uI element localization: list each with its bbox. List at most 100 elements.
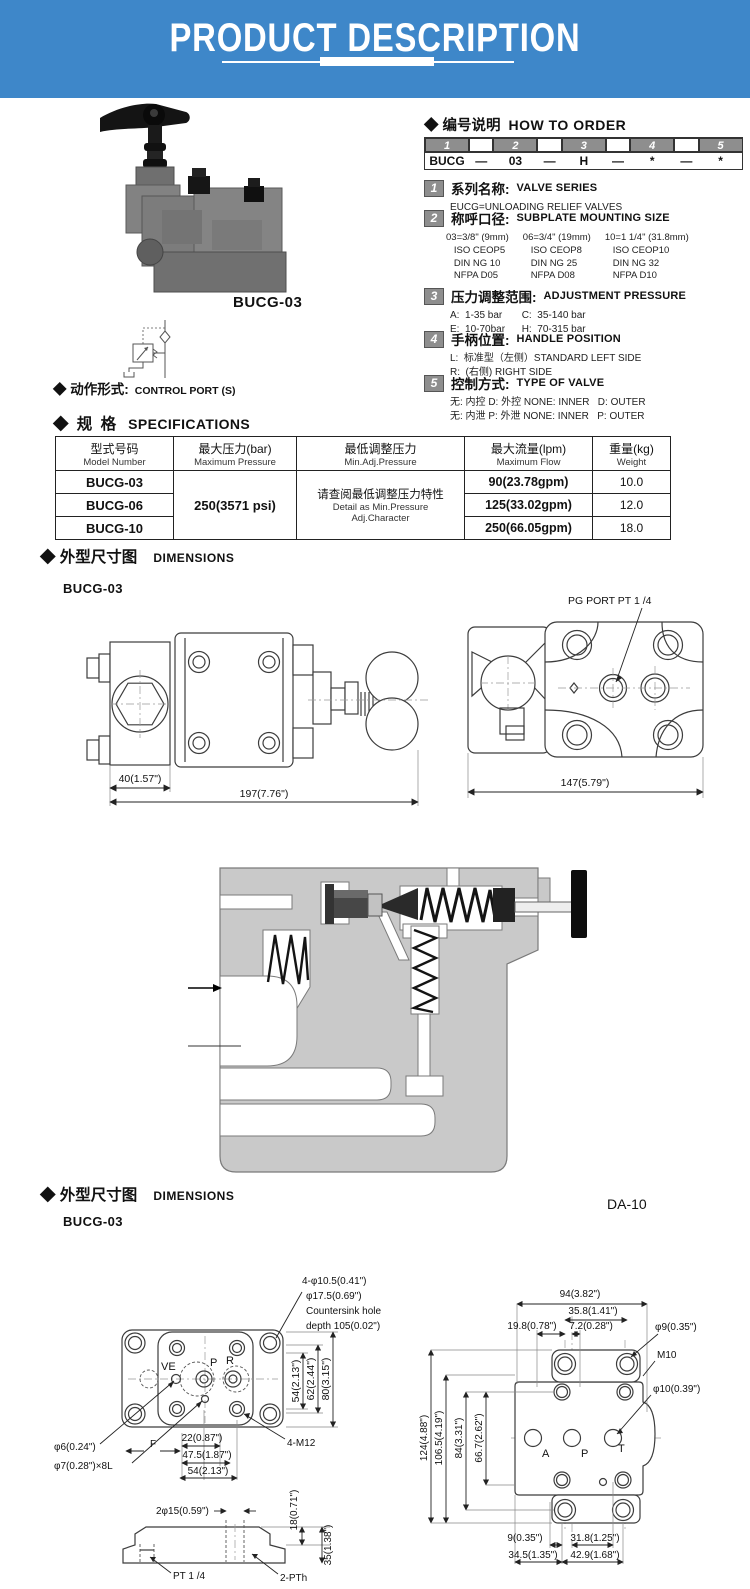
dim-label-429: 42.9(1.68")	[570, 1550, 619, 1561]
dim-label-35: 35(1.38")	[323, 1525, 334, 1566]
minadj-en2: Adj.Character	[351, 513, 410, 524]
photo-caption: BUCG-03	[233, 294, 303, 311]
item-number-badge: 1	[424, 179, 444, 197]
item-label-en: VALVE SERIES	[516, 182, 598, 194]
action-label-en: CONTROL PORT (S)	[134, 385, 236, 397]
spec-row: BUCG-03 250(3571 psi) 请查阅最低调整压力特性 Detail…	[55, 470, 671, 540]
dim-label-phi10: φ10(0.39")	[653, 1384, 700, 1395]
item-label-zh: 称呼口径:	[451, 212, 510, 227]
hydraulic-symbol	[123, 320, 171, 378]
dim-label-phi9: φ9(0.35")	[655, 1322, 697, 1333]
dim-label-9: 9(0.35")	[507, 1533, 542, 1544]
code-cell: BUCG	[429, 154, 465, 168]
code-cell: —	[611, 154, 624, 168]
port-label-pt14: PT 1 /4	[173, 1571, 205, 1582]
item-label-zh: 系列名称:	[451, 182, 510, 197]
dim-label-phi6: φ6(0.24")	[54, 1442, 96, 1453]
specifications-table: 型式号码 Model Number 最大压力(bar) Maximum Pres…	[55, 436, 671, 540]
drawing2-model-label: BUCG-03	[63, 1214, 123, 1229]
drawing1-model-label: BUCG-03	[63, 581, 123, 596]
item-body: A: 1-35 bar C: 35-140 bar E: 10-70bar H:…	[450, 310, 586, 335]
code-cell: H	[579, 154, 589, 168]
position-cell: 3	[561, 138, 606, 152]
product-photo-illustration	[100, 103, 287, 293]
dim-label-197: 197(7.76")	[240, 788, 289, 800]
flow-cell: 90(23.78gpm)	[464, 470, 593, 494]
heading-zh: ◆ 编号说明	[424, 118, 501, 134]
dim-label-54r: 54(2.13")	[290, 1360, 302, 1403]
item-body: 无: 内控 D: 外控 NONE: INNER D: OUTER 无: 内泄 P…	[450, 397, 646, 422]
heading-en: SPECIFICATIONS	[128, 416, 251, 432]
dim-label-345: 34.5(1.35")	[508, 1550, 557, 1561]
dim-label-124: 124(4.88")	[419, 1415, 430, 1461]
item-number-badge: 5	[424, 374, 444, 392]
pg-port-label: PG PORT PT 1 /4	[568, 595, 652, 607]
control-port-line: ◆ 动作形式: CONTROL PORT (S)	[53, 378, 235, 398]
spacer-cell	[469, 138, 494, 152]
code-cell: —	[475, 154, 488, 168]
code-cell: —	[543, 154, 556, 168]
dimension-drawing-side-view: 40(1.57") 197(7.76")	[86, 632, 430, 806]
order-code-table: 1 2 3 4 5 BUCG — 03 — H — * — *	[424, 137, 743, 170]
code-cell: *	[718, 154, 723, 168]
minadj-en1: Detail as Min.Pressure	[332, 502, 429, 513]
weight-cell: 10.0	[592, 470, 671, 494]
item-label-en: ADJUSTMENT PRESSURE	[543, 290, 687, 302]
spacer-cell	[537, 138, 562, 152]
page-title: PRODUCT DESCRIPTION	[169, 16, 581, 60]
annotation-csink3: depth 105(0.02")	[306, 1321, 380, 1332]
col-model-en: Model Number	[83, 456, 146, 468]
item-number-badge: 4	[424, 330, 444, 348]
dim-label-358: 35.8(1.41")	[568, 1306, 617, 1317]
model-cell: BUCG-03	[55, 470, 174, 494]
spacer-cell	[605, 138, 631, 152]
item-label-en: HANDLE POSITION	[516, 333, 621, 345]
dim-label-147: 147(5.79")	[561, 777, 610, 789]
dimension-drawing-da10: A P T 94(3.82") 35.8(1.41") 19.8(0.78") …	[419, 1289, 700, 1566]
dim-label-198: 19.8(0.78")	[507, 1321, 556, 1332]
weight-cell: 18.0	[592, 516, 671, 540]
code-cell: *	[649, 154, 655, 168]
order-code-values: BUCG — 03 — H — * — *	[425, 152, 742, 169]
order-item-3: 3 压力调整范围: ADJUSTMENT PRESSURE A: 1-35 ba…	[424, 286, 748, 337]
position-cell: 1	[425, 138, 469, 152]
dimension-drawing-bucg03-mount: VE P R 4-φ10.5(0.41") φ17.5(0.69") Count…	[54, 1276, 381, 1584]
port-label-r: R	[226, 1355, 234, 1367]
pressure-cell: 250(3571 psi)	[173, 470, 297, 540]
dim-label-80: 80(3.15")	[320, 1358, 332, 1401]
item-label-zh: 控制方式:	[451, 377, 510, 392]
size-column-03: 03=3/8" (9mm) ISO CEOP5 DIN NG 10 NFPA D…	[446, 232, 509, 282]
port-label-a: A	[542, 1448, 550, 1460]
dimension-drawing-top-view: PG PORT PT 1 /4 147(5.79")	[467, 595, 704, 798]
item-label-zh: 手柄位置:	[451, 333, 510, 348]
annotation-csink2: Countersink hole	[306, 1306, 381, 1317]
port-label-p2: P	[581, 1448, 588, 1460]
dim-label-475: 47.5(1.87")	[182, 1450, 231, 1461]
flow-cell: 125(33.02gpm)	[464, 493, 593, 517]
dim-label-m10: M10	[657, 1350, 677, 1361]
position-cell: 5	[698, 138, 743, 152]
item-number-badge: 2	[424, 209, 444, 227]
flow-cell: 250(66.05gpm)	[464, 516, 593, 540]
order-item-5: 5 控制方式: TYPE OF VALVE 无: 内控 D: 外控 NONE: …	[424, 373, 748, 424]
mounting-size-columns: 03=3/8" (9mm) ISO CEOP5 DIN NG 10 NFPA D…	[446, 232, 748, 283]
col-model-zh: 型式号码	[90, 441, 139, 456]
model-cell: BUCG-10	[55, 516, 174, 540]
item-label-en: SUBPLATE MOUNTING SIZE	[516, 212, 670, 224]
heading-zh: ◆ 外型尺寸图	[40, 1187, 138, 1204]
heading-en: DIMENSIONS	[153, 1189, 235, 1203]
col-minadj-zh: 最低调整压力	[344, 441, 417, 456]
model-cell: BUCG-06	[55, 493, 174, 517]
spec-header-row: 型式号码 Model Number 最大压力(bar) Maximum Pres…	[55, 436, 671, 471]
size-column-06: 06=3/4" (19mm) ISO CEOP8 DIN NG 25 NFPA …	[522, 232, 591, 282]
port-label-t: T	[618, 1443, 625, 1455]
dim-label-318: 31.8(1.25")	[570, 1533, 619, 1544]
order-item-4: 4 手柄位置: HANDLE POSITION L: 标准型（左侧）STANDA…	[424, 329, 748, 380]
drawing2-variant-label: DA-10	[607, 1196, 647, 1212]
action-label-zh: ◆ 动作形式:	[53, 382, 129, 397]
dim-label-667: 66.7(2.62")	[474, 1413, 485, 1462]
port-label-ve: VE	[161, 1361, 176, 1373]
heading-en: DIMENSIONS	[153, 551, 235, 565]
position-cell: 4	[630, 138, 675, 152]
